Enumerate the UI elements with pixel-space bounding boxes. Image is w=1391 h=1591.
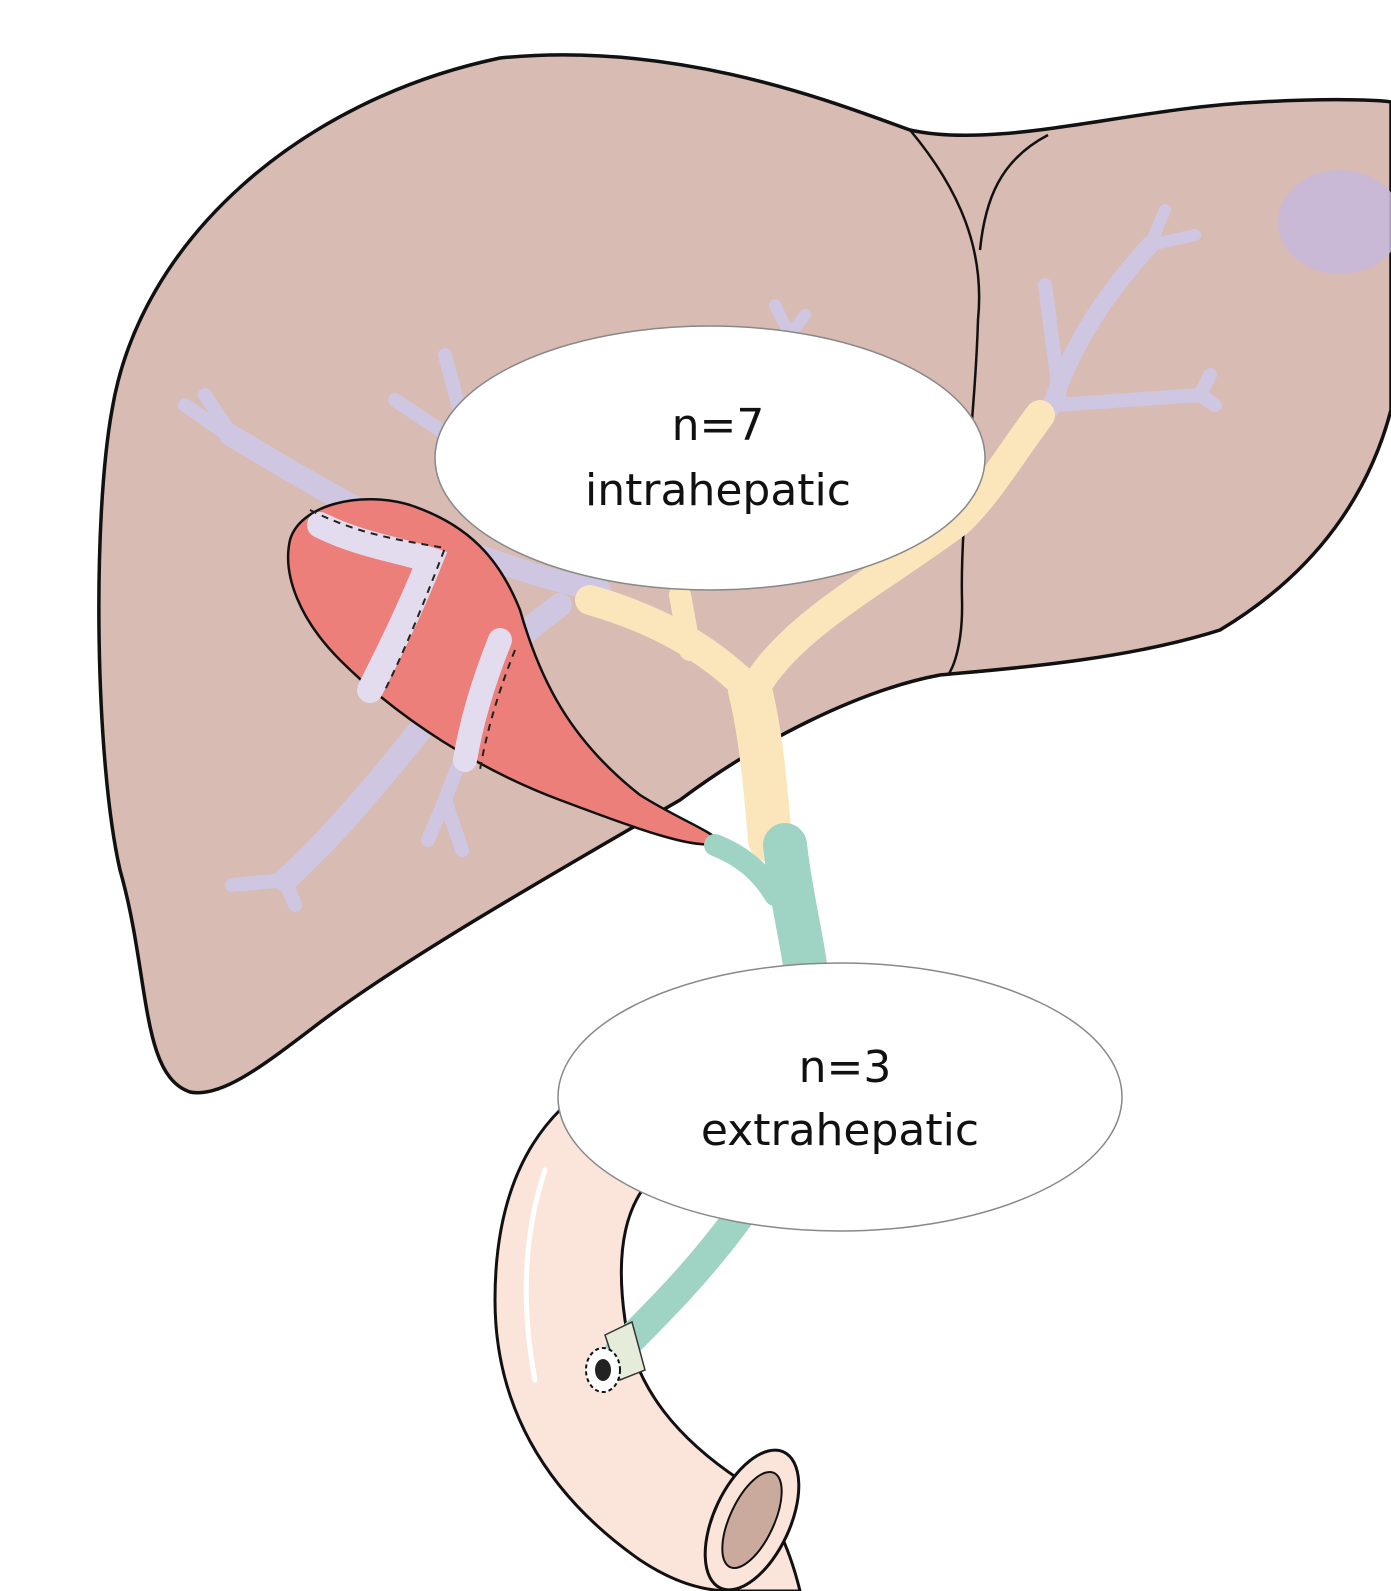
extrahepatic-count: n=3 (799, 1042, 892, 1093)
extrahepatic-label-bubble (558, 963, 1122, 1231)
intrahepatic-label-bubble (435, 326, 985, 590)
intrahepatic-count: n=7 (672, 400, 765, 451)
intrahepatic-label: n=7 intrahepatic (435, 326, 985, 590)
common-hepatic-duct (750, 690, 770, 840)
extrahepatic-label: n=3 extrahepatic (558, 963, 1122, 1231)
common-bile-duct-lower (620, 1215, 740, 1350)
extrahepatic-region-label: extrahepatic (701, 1105, 979, 1156)
common-bile-duct-upper (785, 845, 805, 965)
ampulla (586, 1348, 620, 1392)
ampulla-inner (595, 1359, 611, 1381)
right-hepatic-duct-upper (680, 595, 690, 650)
intrahepatic-region-label: intrahepatic (585, 465, 851, 516)
